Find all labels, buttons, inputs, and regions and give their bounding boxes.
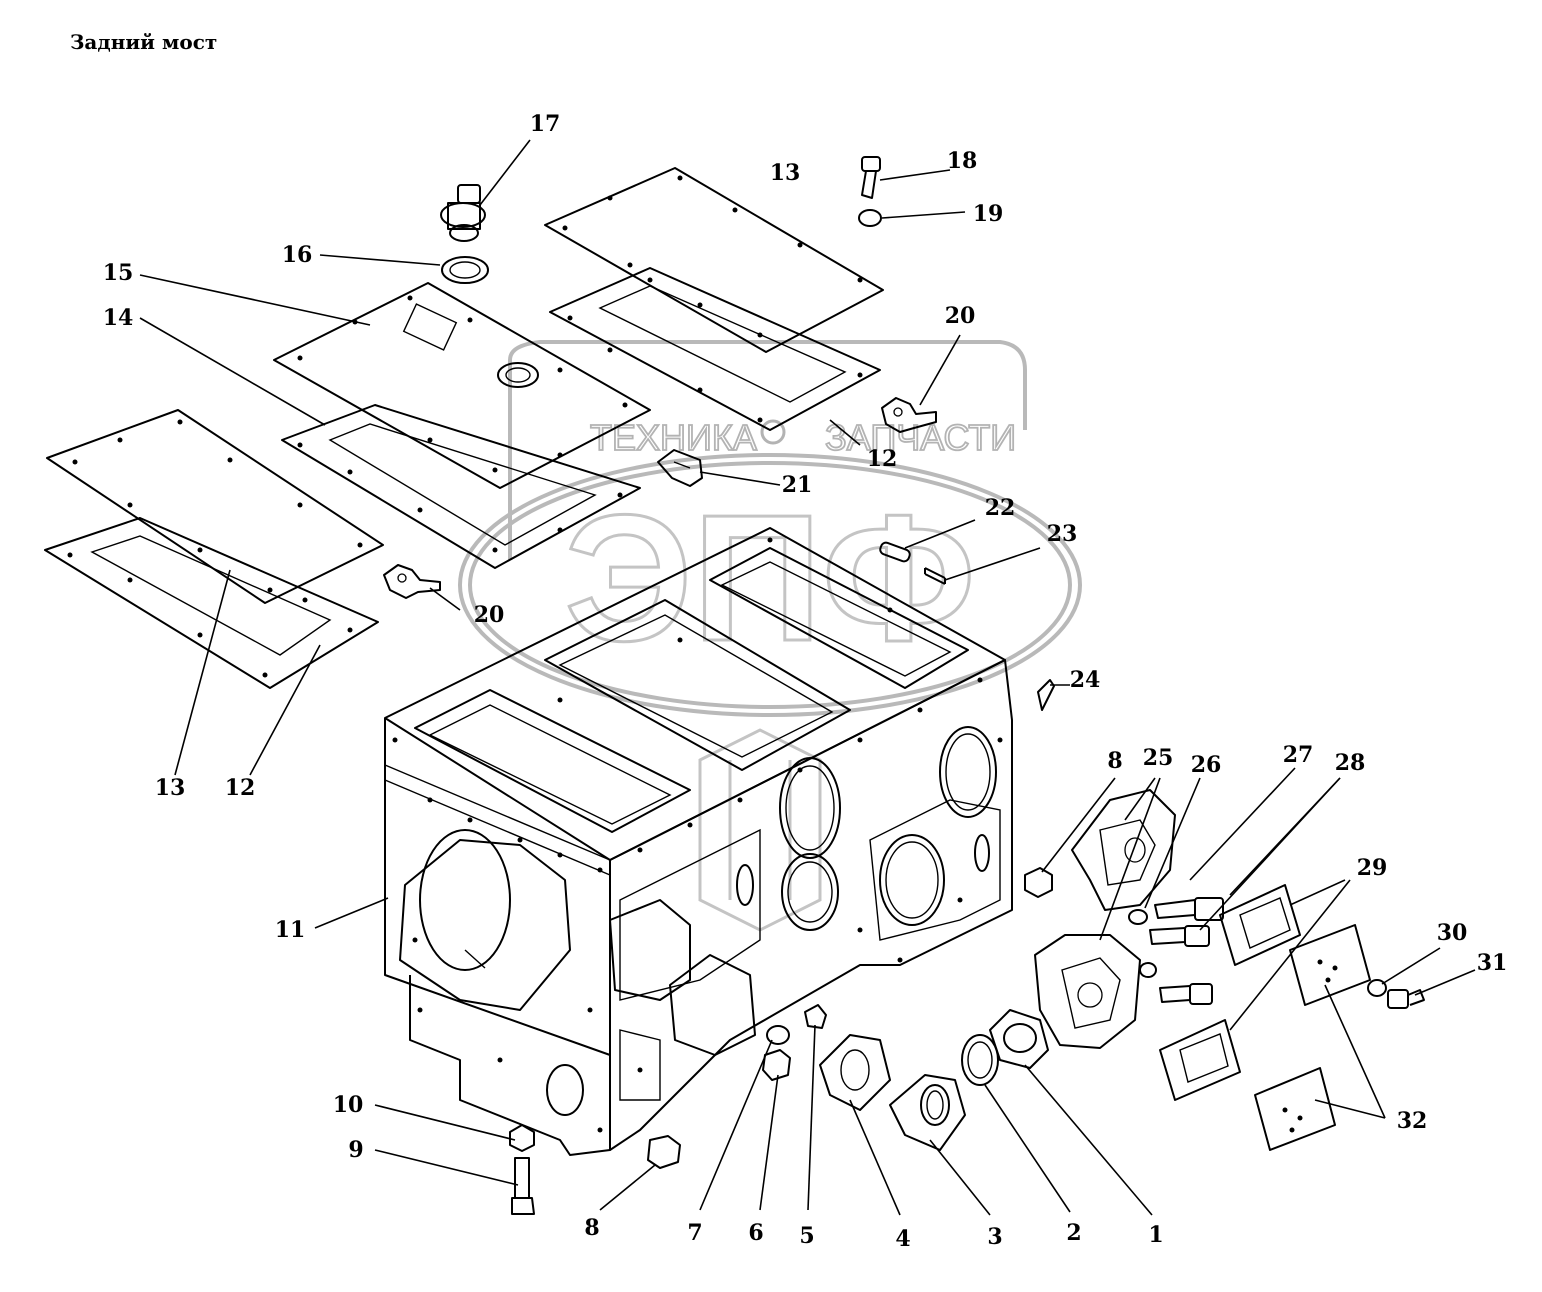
callout-labels: 17 16 13 18 19 15 14 20 12 21 22 23 20 2… [103,111,1508,1252]
callout-23: 23 [1047,521,1078,547]
callout-27: 27 [1283,742,1314,768]
callout-26: 26 [1191,752,1222,778]
part-20-bracket-right [881,397,937,433]
callout-18: 18 [947,148,978,174]
part-23-spring-pin [924,567,946,585]
part-12-gasket-left [44,517,379,689]
part-15-cover-middle [273,282,651,489]
callout-13-left: 13 [155,775,186,801]
part-25-bracket-upper [1071,789,1176,911]
callout-4: 4 [895,1226,910,1252]
callout-28: 28 [1335,750,1366,776]
callout-5: 5 [799,1223,814,1249]
callout-25: 25 [1143,745,1174,771]
leader-lines [139,139,1476,1216]
part-14-gasket-middle [281,404,641,569]
part-13-cover-right [544,167,884,353]
callout-6: 6 [748,1220,763,1246]
part-13-cover-left [46,409,384,604]
part-1-cap [989,1009,1049,1069]
part-30-washer [1367,979,1387,997]
part-32-cover [1254,1067,1336,1151]
part-16-seal-ring [441,256,489,284]
part-22-pin [879,541,911,563]
callout-9: 9 [348,1137,363,1163]
part-21-clamp [657,449,703,487]
callout-31: 31 [1477,950,1508,976]
gear-icon [760,419,786,445]
callout-12-top: 12 [867,446,898,472]
callout-30: 30 [1437,920,1468,946]
callout-15: 15 [103,260,134,286]
part-5-plug [804,1004,827,1029]
callout-8-bottom: 8 [584,1215,599,1241]
part-12-gasket-right [549,267,881,431]
part-29-gasket [1159,1019,1241,1101]
callout-13-top: 13 [770,160,801,186]
page-title: Задний мост [70,30,218,54]
callout-14: 14 [103,305,134,331]
watermark-logo: ЭПФ [564,478,975,679]
callout-19: 19 [973,201,1004,227]
callout-16: 16 [282,242,313,268]
part-29-cover [1289,924,1371,1006]
part-19-washer [858,209,882,227]
callout-2: 2 [1066,1220,1081,1246]
part-8-plug-bottom [647,1135,681,1169]
part-25-bracket-lower [1034,934,1141,1049]
part-7-washer [766,1025,790,1045]
part-31-bolt [1387,989,1425,1009]
callout-1: 1 [1148,1222,1163,1248]
callout-10: 10 [333,1092,364,1118]
watermark: ТЕХНИКА ЗАПЧАСТИ ЭПФ [458,340,1082,932]
callout-29: 29 [1357,855,1388,881]
callout-17: 17 [530,111,561,137]
part-27-bolts [1149,897,1224,1005]
callout-22: 22 [985,495,1016,521]
part-10-nut [509,1124,535,1152]
callout-20-right: 20 [945,303,976,329]
callout-21: 21 [782,472,813,498]
callout-32: 32 [1397,1108,1428,1134]
part-8-plug-right [1024,867,1053,898]
part-3-flange [889,1074,966,1151]
callout-20-left: 20 [474,602,505,628]
part-18-bolt [861,156,881,199]
callout-7: 7 [687,1220,702,1246]
part-20-bracket-left [383,564,441,599]
callout-8-right: 8 [1107,748,1122,774]
part-11-rear-axle-housing [384,527,1013,1156]
callout-3: 3 [987,1224,1002,1250]
part-24-cotter-pin [1037,679,1055,711]
part-6-plug [762,1049,791,1081]
watermark-left-text: ТЕХНИКА [590,417,757,458]
part-4-gasket [819,1034,891,1111]
watermark-right-text: ЗАПЧАСТИ [825,417,1016,458]
part-17-filler-plug [440,184,486,242]
callout-12-left: 12 [225,775,256,801]
part-28-gasket [1219,884,1301,966]
part-26-washer-2 [1139,962,1157,978]
part-26-washer [1128,909,1148,925]
callout-11: 11 [275,917,306,943]
part-9-stud [511,1157,535,1215]
callout-24: 24 [1070,667,1101,693]
part-2-ring [961,1034,999,1086]
